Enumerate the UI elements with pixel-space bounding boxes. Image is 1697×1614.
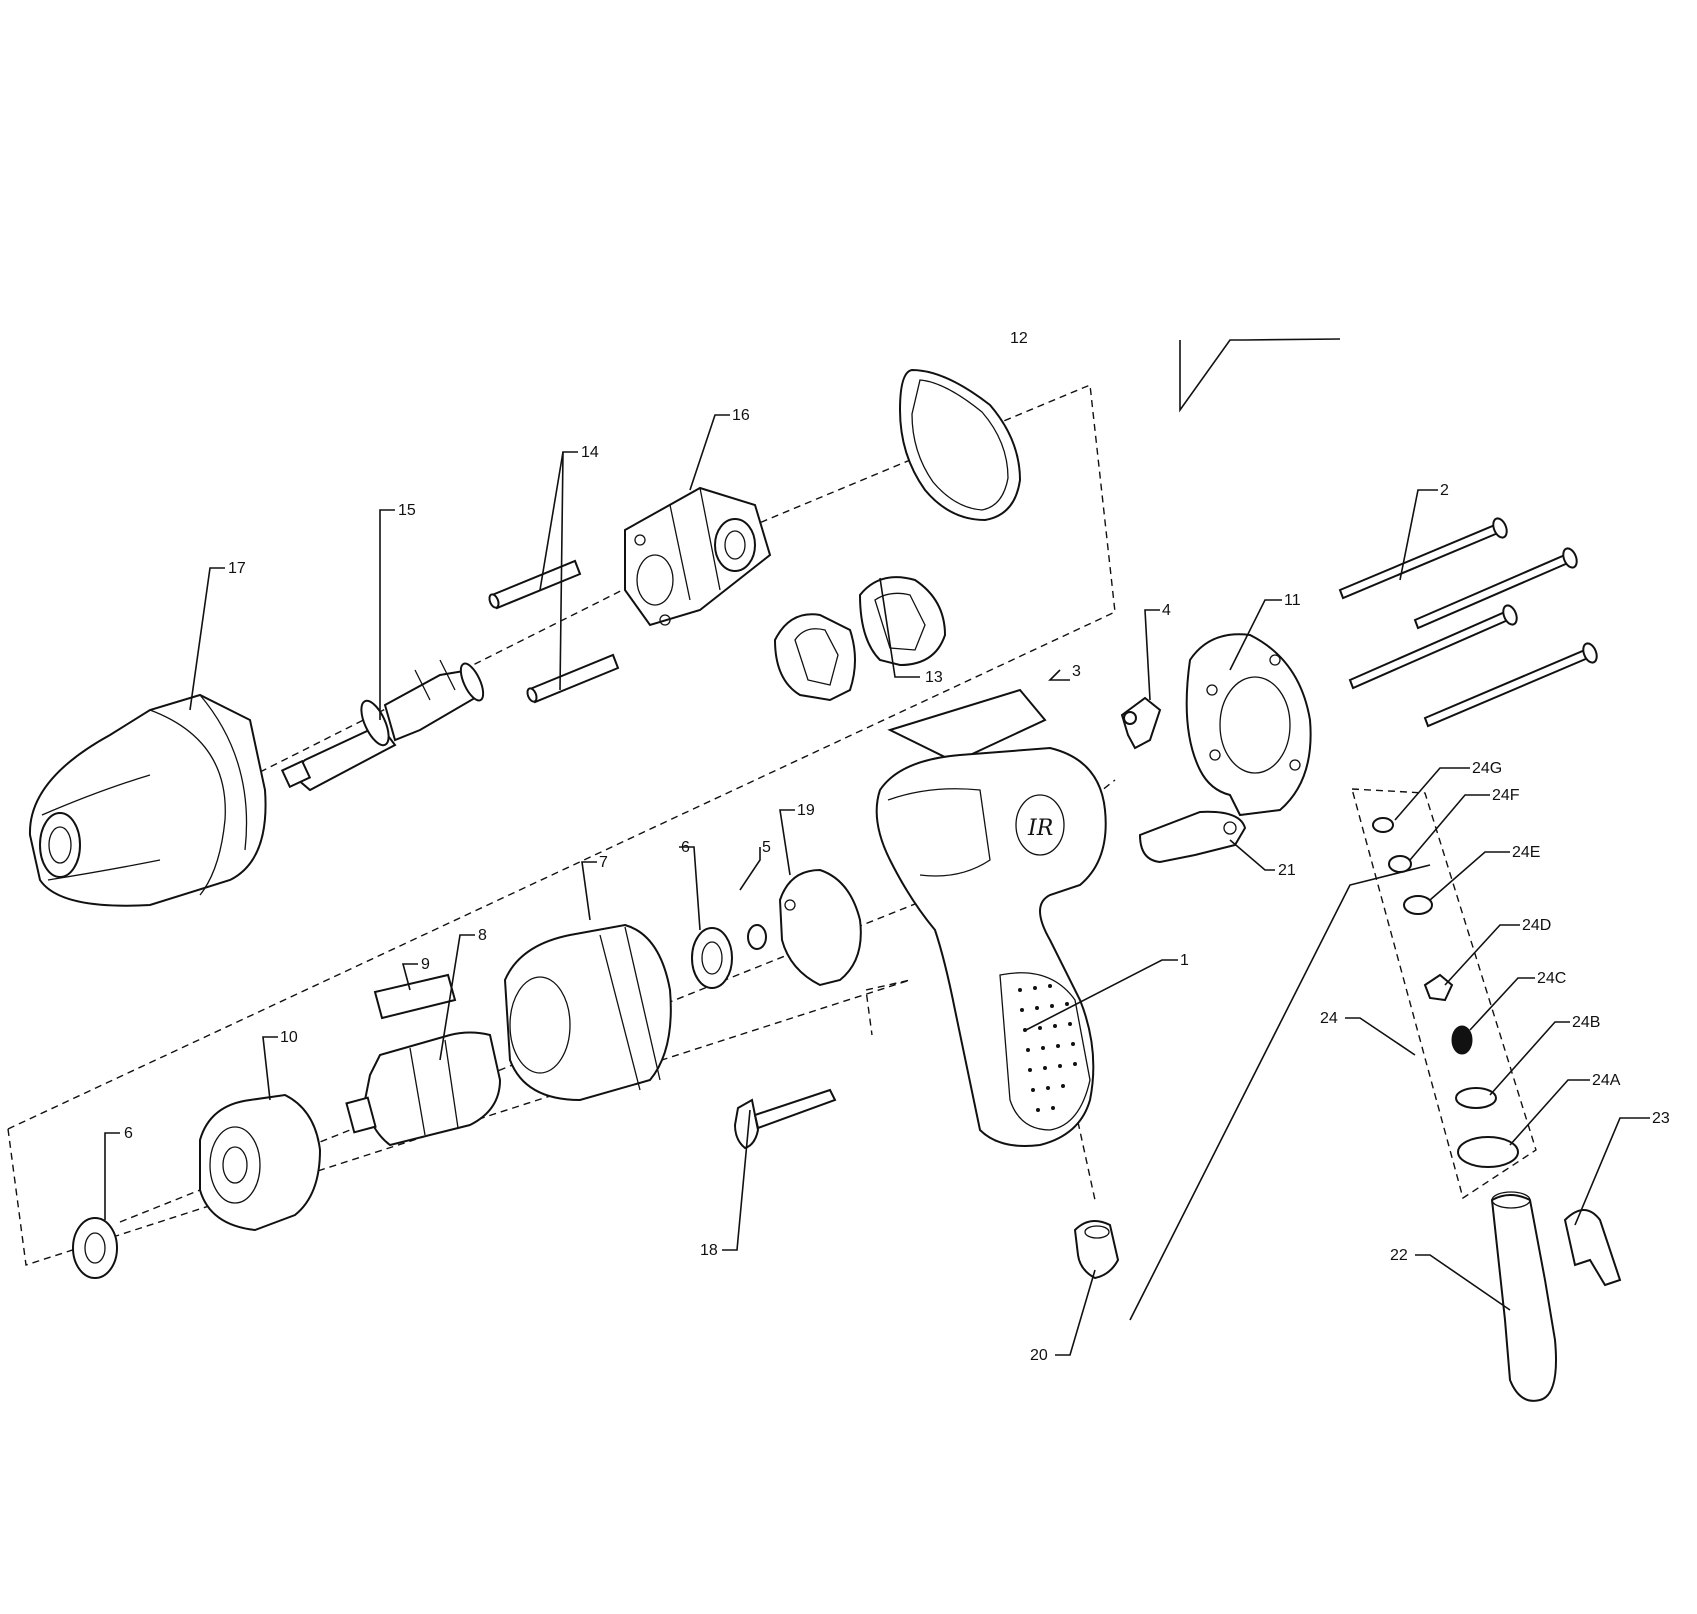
label-part-5: 5 [762, 839, 771, 856]
label-part-24: 24 [1320, 1010, 1338, 1027]
part-bearing-front [72, 1217, 118, 1279]
part-pins [488, 559, 620, 704]
part-gasket-19 [778, 868, 862, 987]
label-part-12: 12 [1010, 330, 1028, 347]
label-part-24b: 24B [1572, 1014, 1600, 1031]
part-hammer-case [28, 693, 267, 907]
assembly-boundary [7, 383, 1537, 1266]
part-reverse-valve [1120, 696, 1162, 750]
part-throttle-valve [733, 1088, 837, 1150]
label-part-18: 18 [700, 1242, 718, 1259]
svg-text:IR: IR [1027, 816, 1053, 841]
part-exhaust-deflector [1563, 1209, 1622, 1287]
part-labels: 1 2 3 4 5 6 6 7 8 9 10 11 12 13 14 15 16… [124, 330, 1670, 1364]
label-part-1: 1 [1180, 952, 1189, 969]
label-part-9: 9 [421, 956, 430, 973]
part-gasket-12 [898, 368, 1022, 522]
label-part-8: 8 [478, 927, 487, 944]
part-hammer-cage [624, 486, 772, 627]
part-inlet-bushing [1490, 1191, 1557, 1402]
part-hammers [773, 576, 947, 702]
label-part-11: 11 [1284, 592, 1301, 609]
label-part-24f: 24F [1492, 787, 1520, 804]
part-valve-kit [1372, 817, 1519, 1168]
label-part-14: 14 [581, 444, 599, 461]
label-part-24a: 24A [1592, 1072, 1621, 1089]
label-part-24g: 24G [1472, 760, 1502, 777]
label-part-20: 20 [1030, 1347, 1048, 1364]
label-part-13: 13 [925, 669, 943, 686]
label-part-24c: 24C [1537, 970, 1566, 987]
part-snap-ring [747, 924, 767, 950]
label-part-6-front: 6 [124, 1125, 133, 1142]
label-part-22: 22 [1390, 1247, 1408, 1264]
label-part-6-rear: 6 [681, 839, 690, 856]
label-part-21: 21 [1278, 862, 1296, 879]
part-housing: IR [875, 746, 1107, 1147]
label-part-10: 10 [280, 1029, 298, 1046]
label-part-17: 17 [228, 560, 246, 577]
part-trigger-lever [1138, 810, 1247, 864]
part-bolts [1338, 517, 1598, 728]
label-part-23: 23 [1652, 1110, 1670, 1127]
label-part-2: 2 [1440, 482, 1449, 499]
part-end-plate [1185, 633, 1312, 817]
part-rotor [345, 1031, 502, 1147]
label-part-7: 7 [599, 854, 608, 871]
part-front-end-plate [199, 1093, 322, 1232]
label-part-15: 15 [398, 502, 416, 519]
part-regulator [1073, 1220, 1120, 1280]
label-part-4: 4 [1162, 602, 1171, 619]
label-part-24e: 24E [1512, 844, 1540, 861]
label-part-19: 19 [797, 802, 815, 819]
part-bearing-rear [691, 927, 733, 989]
leader-lines [104, 338, 1650, 1356]
label-part-24d: 24D [1522, 917, 1551, 934]
part-vanes [373, 973, 457, 1020]
part-cylinder [503, 923, 672, 1102]
label-part-3: 3 [1072, 663, 1081, 680]
label-part-16: 16 [732, 407, 750, 424]
part-anvil [280, 659, 485, 792]
part-name-plate [887, 688, 1047, 764]
